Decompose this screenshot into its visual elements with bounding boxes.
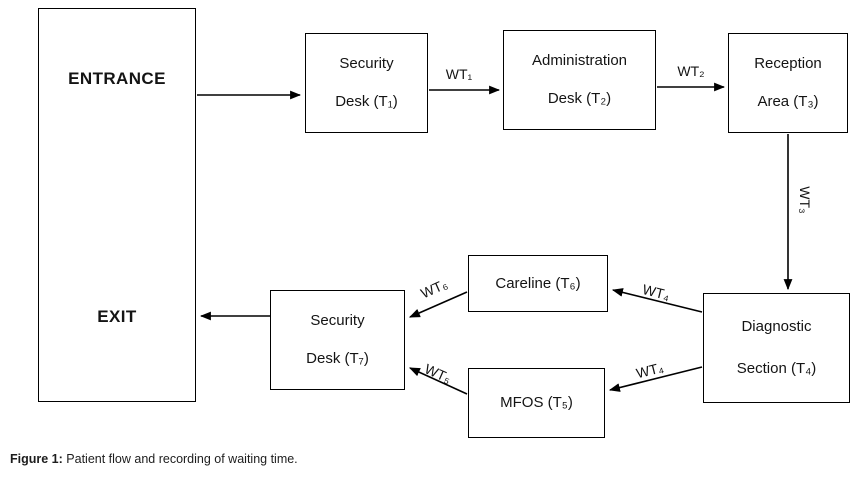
security-desk-1-line2: Desk (T₁) xyxy=(335,93,398,111)
security-desk-1-line1: Security xyxy=(339,54,394,72)
entrance-exit-box: ENTRANCE EXIT xyxy=(38,8,196,402)
edge-label-wt1: WT₁ xyxy=(446,66,473,82)
careline-label: Careline (T₆) xyxy=(495,274,581,292)
figure-caption-text: Patient flow and recording of waiting ti… xyxy=(66,452,298,466)
edge-label-wt4-careline: WT₄ xyxy=(641,281,672,303)
exit-label: EXIT xyxy=(97,307,137,326)
administration-desk-line1: Administration xyxy=(531,51,628,69)
edge-label-wt2: WT₂ xyxy=(677,63,704,79)
security-desk-1-box: Security Desk (T₁) xyxy=(305,33,428,133)
mfos-label: MFOS (T₅) xyxy=(500,394,573,411)
diagnostic-section-box: Diagnostic Section (T₄) xyxy=(703,293,850,403)
arrow-mfos-to-security-desk-7 xyxy=(408,367,468,395)
administration-desk-line2: Desk (T₂) xyxy=(547,90,612,108)
edge-label-wt4-mfos: WT₄ xyxy=(635,359,666,381)
careline-box: Careline (T₆) xyxy=(468,255,608,312)
administration-desk-box: Administration Desk (T₂) xyxy=(503,30,656,130)
security-desk-7-box: Security Desk (T₇) xyxy=(270,290,405,390)
entrance-label: ENTRANCE xyxy=(68,69,166,88)
security-desk-7-line1: Security xyxy=(310,311,365,329)
reception-area-line1: Reception xyxy=(754,54,822,72)
reception-area-box: Reception Area (T₃) xyxy=(728,33,848,133)
arrow-diagnostic-to-mfos xyxy=(608,366,703,392)
diagnostic-section-line2: Section (T₄) xyxy=(736,360,817,377)
arrow-diagnostic-to-careline xyxy=(611,288,703,313)
figure-caption-label: Figure 1: xyxy=(10,452,63,466)
reception-area-line2: Area (T₃) xyxy=(757,93,819,111)
arrow-careline-to-security-desk-7 xyxy=(408,291,468,318)
mfos-box: MFOS (T₅) xyxy=(468,368,605,438)
diagnostic-section-line1: Diagnostic xyxy=(741,318,812,335)
edge-label-wt5: WT₅ xyxy=(422,361,454,387)
edge-label-wt3: WT₃ xyxy=(797,186,813,213)
figure-caption: Figure 1: Patient flow and recording of … xyxy=(10,452,298,466)
security-desk-7-line2: Desk (T₇) xyxy=(306,350,369,368)
edge-label-wt6: WT₆ xyxy=(418,276,450,302)
